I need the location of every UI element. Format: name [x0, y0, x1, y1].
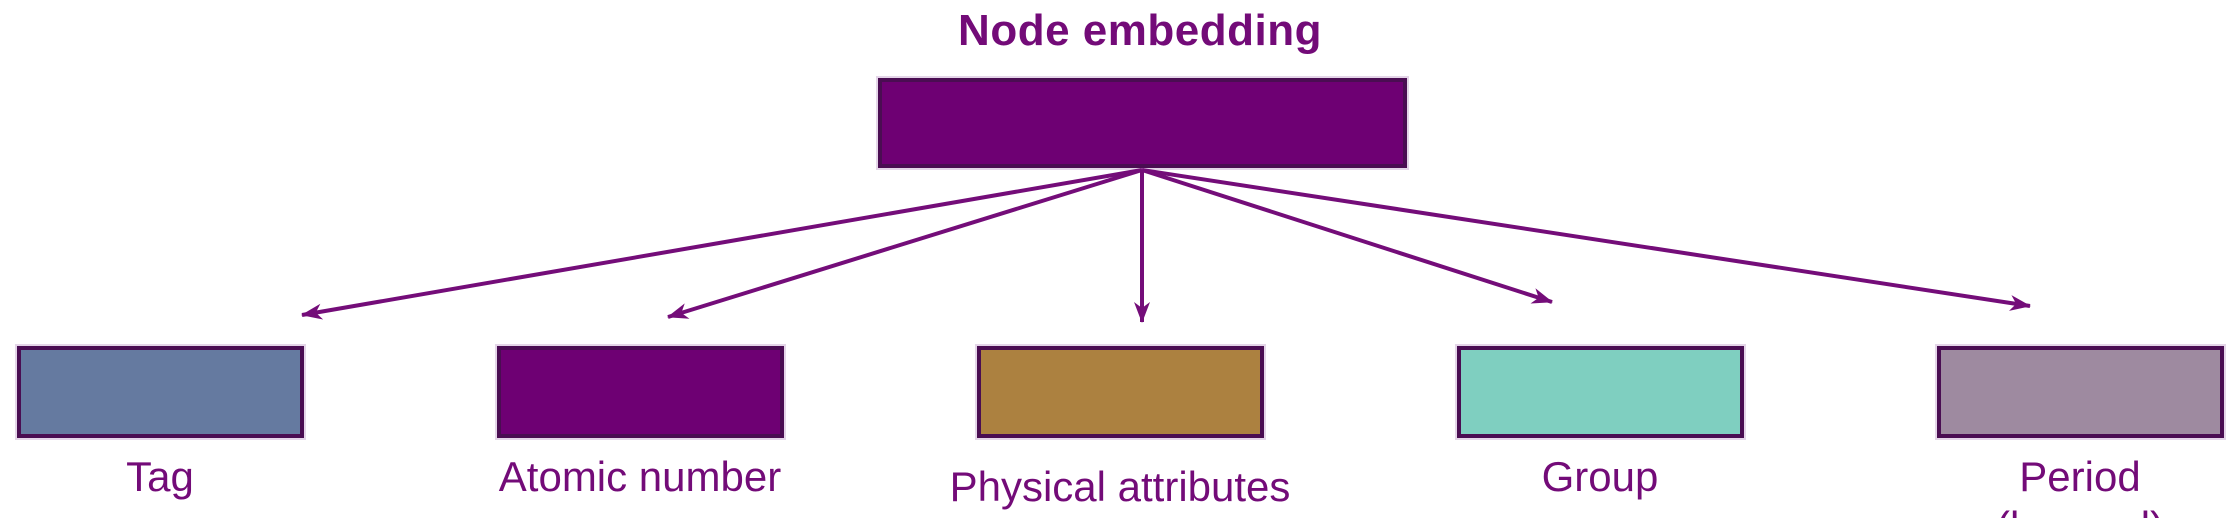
- arrow-to-group: [1141, 168, 1553, 304]
- tag-box: [17, 346, 304, 438]
- period-label-line2: (learned): [1996, 502, 2164, 518]
- arrow-to-period: [1141, 168, 2031, 311]
- arrow-to-tag: [301, 168, 1143, 320]
- group-label: Group: [1541, 453, 1659, 500]
- group-box: [1457, 346, 1744, 438]
- period-box: [1937, 346, 2224, 438]
- physical-attributes-label: Physical attributes: [949, 463, 1291, 510]
- period-label-line1: Period: [2019, 453, 2141, 500]
- diagram-title: Node embedding: [958, 6, 1322, 55]
- atomic-number-label: Atomic number: [498, 453, 782, 500]
- tag-label: Tag: [126, 453, 194, 500]
- physical-attributes-box: [977, 346, 1264, 438]
- node-embedding-box: [878, 78, 1407, 168]
- arrow-to-atomic: [667, 168, 1143, 319]
- period-label: Period (learned): [1996, 452, 2164, 518]
- atomic-number-box: [497, 346, 784, 438]
